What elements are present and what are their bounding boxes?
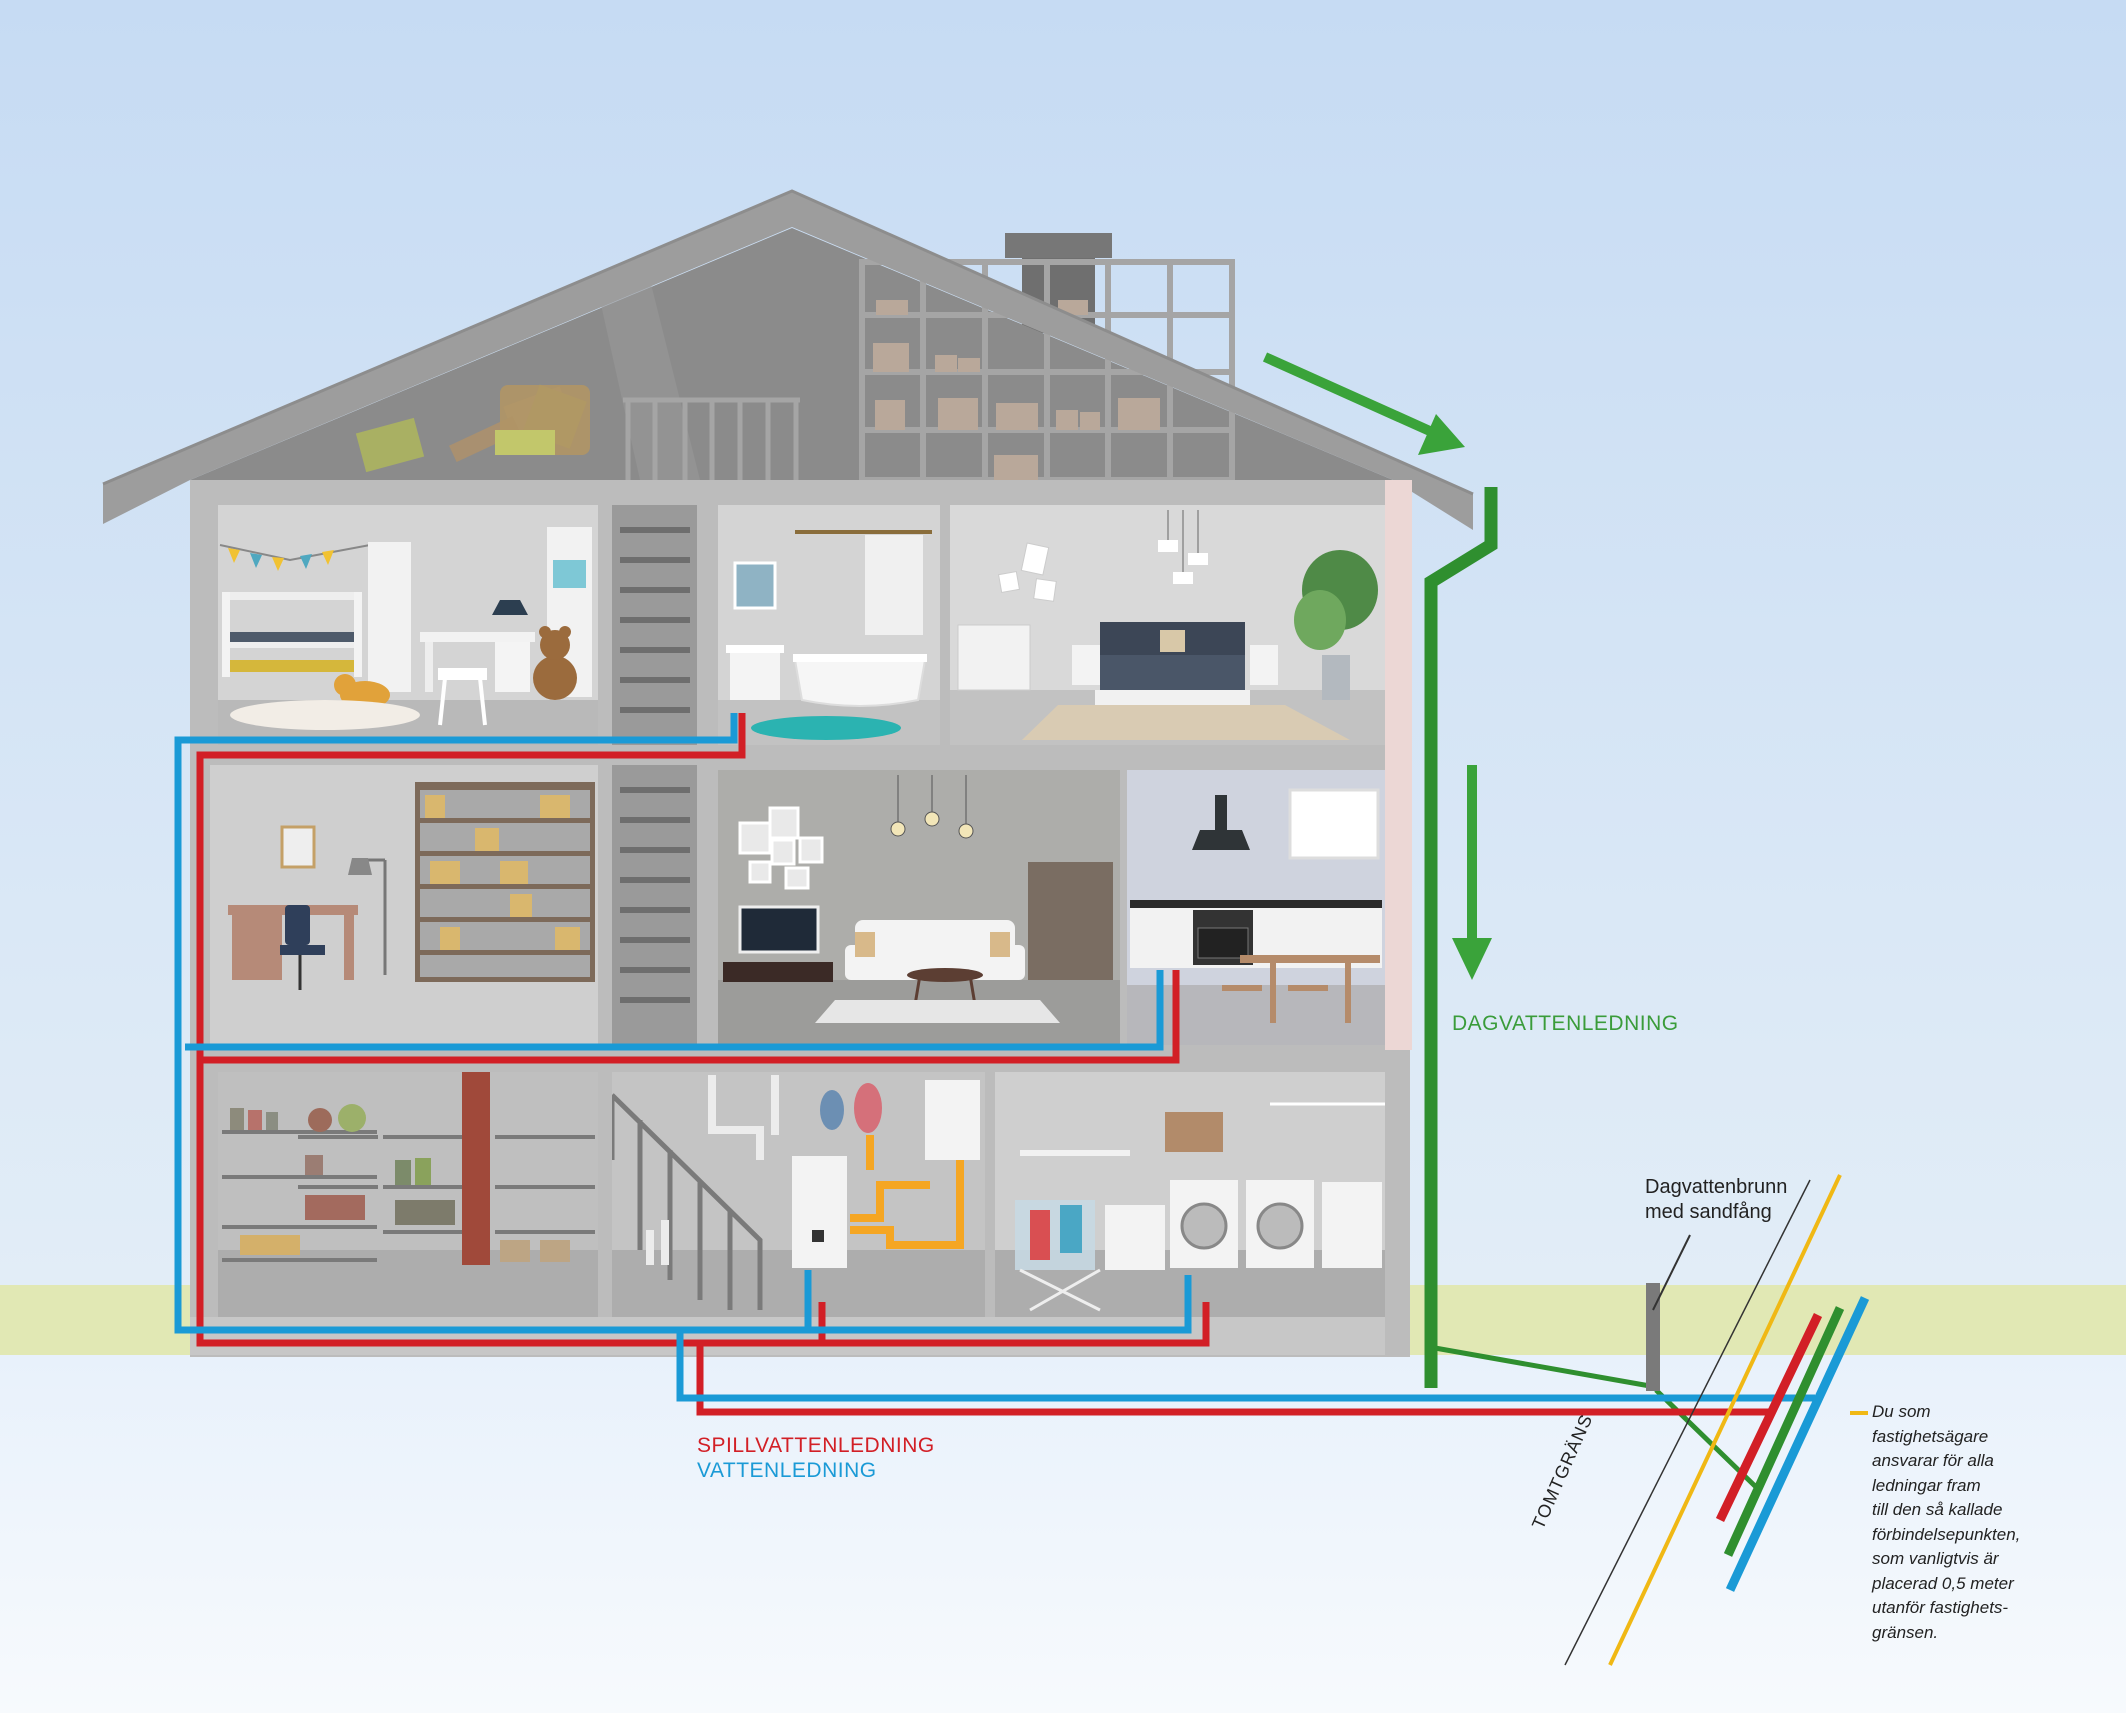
boiler-pipes [850, 1135, 964, 1249]
down-arrow-icon [1452, 765, 1492, 980]
laundry-sink [1105, 1205, 1165, 1270]
nightstand-left [1072, 645, 1100, 685]
stair-upper [612, 505, 697, 745]
roof-edge [102, 189, 1474, 496]
sewage-pipe-label: SPILLVATTENLEDNING [697, 1434, 935, 1457]
note-marker [1850, 1411, 1868, 1415]
note-line: Du som [1872, 1402, 1931, 1421]
wall-picture [280, 825, 316, 869]
office-chair-icon [280, 905, 325, 990]
attic-chairs [355, 384, 590, 473]
bunting [219, 544, 371, 562]
wall-divider-1 [598, 505, 612, 1325]
roof-arrow-icon [1262, 352, 1465, 455]
floor-lamp-icon [348, 858, 387, 975]
dresser [957, 624, 1031, 691]
bedroom-rug [1022, 705, 1350, 740]
storm-drain-label-line1: Dagvattenbrunn [1645, 1176, 1788, 1198]
floor-slab-1 [190, 745, 1385, 765]
note-line: utanför fastighets- [1872, 1598, 2009, 1617]
street-storm-pipe [1723, 1306, 1845, 1557]
sofa-icon [845, 920, 1025, 980]
attic-boxes [873, 300, 1160, 480]
chair-icon [438, 668, 487, 726]
water-pipe-label: VATTENLEDNING [697, 1459, 877, 1482]
kitchen-hood-icon [1192, 795, 1250, 850]
picture-wall [738, 806, 824, 890]
dining-table-icon [1222, 955, 1380, 1023]
attic-light [600, 280, 700, 480]
property-boundary-line [1564, 1179, 1811, 1666]
stormwater-pipe [1424, 487, 1498, 1388]
sink-icon [726, 561, 784, 700]
pendant-lamps [1158, 510, 1208, 584]
wall-divider-3 [940, 505, 950, 745]
teddy-bear-icon [533, 626, 577, 700]
wall-divider-4 [1120, 770, 1127, 1045]
wall-divider-2 [697, 505, 718, 1045]
living-shelf [1028, 862, 1113, 980]
wall-divider-5 [985, 1072, 995, 1317]
note-line: ansvarar för alla [1872, 1451, 1994, 1470]
note-line: till den så kallade [1872, 1500, 2003, 1519]
plant-icon [1294, 550, 1378, 700]
storm-drain-label-line2: med sandfång [1645, 1201, 1772, 1223]
laundry-shelf [1020, 1150, 1130, 1156]
nightstand-right [1250, 645, 1278, 685]
staircase-icon [620, 527, 690, 1003]
responsibility-note: Du som fastighetsägare ansvarar för alla… [1850, 1400, 2092, 1645]
note-line: ledningar fram [1872, 1475, 1981, 1495]
wardrobe [368, 542, 411, 692]
basement-stairs [609, 1093, 763, 1310]
water-pipe [174, 713, 1815, 1402]
water-heater-icon [792, 1080, 980, 1268]
desk-lamp-icon [420, 600, 535, 692]
wall-frames [997, 542, 1057, 602]
bathtub-icon [793, 654, 927, 707]
double-bed-icon [1095, 622, 1250, 714]
kitchen-window [1288, 788, 1380, 860]
laundry-baskets [1165, 1112, 1223, 1152]
stormwater-pipe-label: DAGVATTENLEDNING [1452, 1012, 1679, 1035]
note-line: placerad 0,5 meter [1872, 1573, 2014, 1593]
living-rug [815, 1000, 1060, 1023]
stormwater-outlet [1434, 1345, 1651, 1389]
drying-rack-icon [1015, 1200, 1101, 1312]
bath-mat [751, 716, 901, 740]
storm-drain-pointer [1652, 1234, 1691, 1311]
counter [1130, 900, 1382, 908]
bunk-bed-icon [222, 592, 362, 677]
jars [230, 1104, 570, 1262]
connection-point-line [1608, 1174, 1842, 1666]
rug [230, 700, 420, 730]
pendant-lamp-icon [890, 775, 974, 839]
note-line: gränsen. [1872, 1622, 1939, 1642]
note-line: som vanligtvis är [1872, 1549, 1999, 1568]
right-wall-section [1385, 480, 1412, 1050]
white-pipes [646, 1075, 779, 1265]
brick-chimney-column [462, 1072, 490, 1265]
pantry-shelf-icon [222, 1130, 595, 1262]
bookshelf-icon [415, 782, 595, 982]
street-sewage-pipe [1715, 1313, 1823, 1522]
storm-drain-well [1646, 1283, 1660, 1391]
street-water-pipe [1725, 1296, 1870, 1592]
tv-icon [723, 905, 833, 982]
shower-curtain [865, 535, 923, 635]
note-line: fastighetsägare [1872, 1426, 1989, 1446]
washing-machine-icon [1170, 1180, 1382, 1268]
bunting-flags [228, 548, 334, 571]
attic-railing [623, 397, 800, 480]
note-line: förbindelsepunkten, [1872, 1524, 2021, 1544]
storm-drain-label: Dagvattenbrunn med sandfång [1645, 1175, 1787, 1225]
